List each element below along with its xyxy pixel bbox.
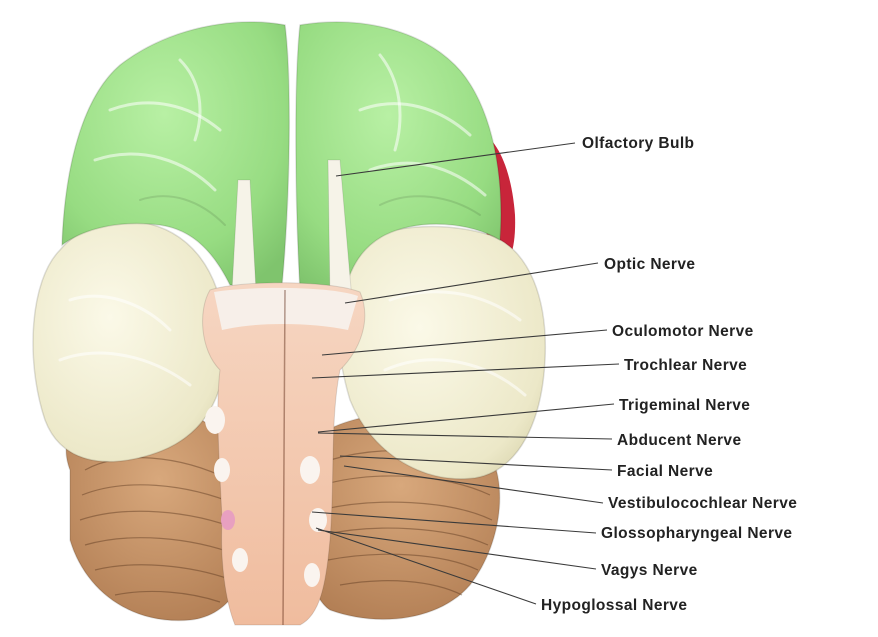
label-oculomotor-nerve: Oculomotor Nerve	[612, 323, 754, 340]
label-optic-nerve: Optic Nerve	[604, 256, 695, 273]
label-hypoglossal-nerve: Hypoglossal Nerve	[541, 597, 687, 614]
label-facial-nerve: Facial Nerve	[617, 463, 713, 480]
label-vestibulocochlear-nerve: Vestibulocochlear Nerve	[608, 495, 797, 512]
label-glossopharyngeal-nerve: Glossopharyngeal Nerve	[601, 525, 792, 542]
label-olfactory-bulb: Olfactory Bulb	[582, 135, 694, 152]
label-trochlear-nerve: Trochlear Nerve	[624, 357, 747, 374]
label-abducent-nerve: Abducent Nerve	[617, 432, 741, 449]
label-vagys-nerve: Vagys Nerve	[601, 562, 698, 579]
label-trigeminal-nerve: Trigeminal Nerve	[619, 397, 750, 414]
nerve-labels: Olfactory Bulb Optic Nerve Oculomotor Ne…	[541, 135, 797, 614]
